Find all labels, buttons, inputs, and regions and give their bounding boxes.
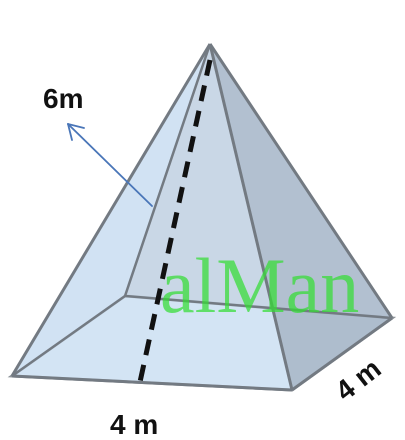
back-right-face <box>125 44 392 318</box>
slant-height-dashed-line <box>137 59 213 383</box>
base-side-length-label: 4 m <box>330 353 387 407</box>
pyramid-edges <box>10 43 394 392</box>
base-front-length-label: 4 m <box>110 409 158 440</box>
right-face <box>210 44 392 390</box>
slant-height-arrow <box>67 123 153 207</box>
slant-height-label: 6m <box>43 83 83 114</box>
watermark: alMan <box>160 242 359 329</box>
